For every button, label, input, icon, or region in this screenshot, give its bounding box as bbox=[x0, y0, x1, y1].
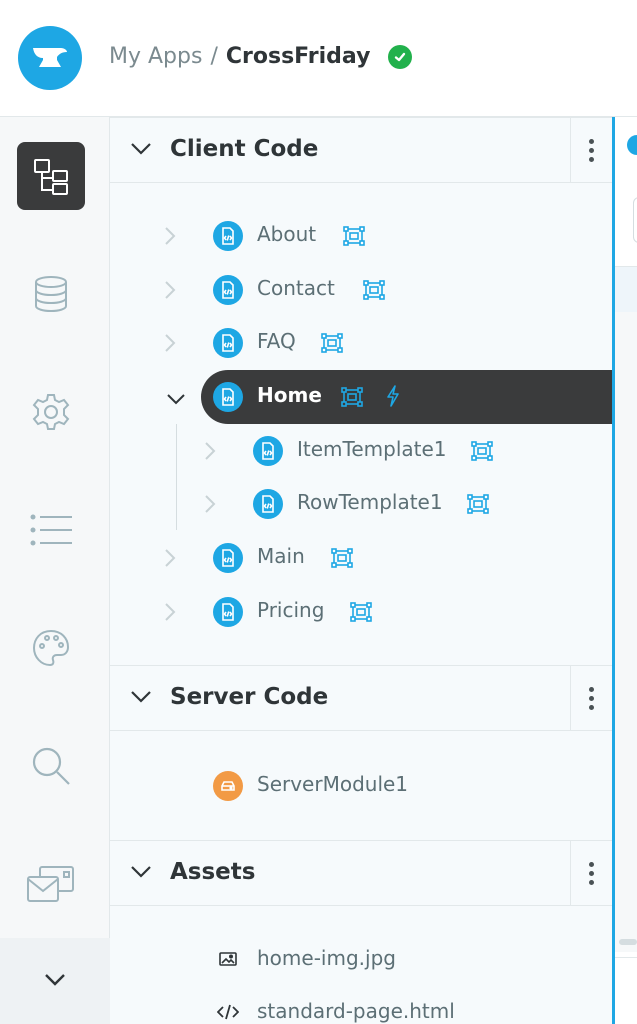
tree-item-itemtemplate1[interactable]: ItemTemplate1 bbox=[110, 424, 612, 478]
breadcrumb-my-apps-link[interactable]: My Apps bbox=[109, 44, 203, 69]
chevron-right-icon[interactable] bbox=[204, 441, 216, 465]
code-icon bbox=[216, 1004, 240, 1024]
email-icon[interactable] bbox=[17, 850, 85, 918]
kebab-menu-icon[interactable] bbox=[570, 666, 612, 730]
form-designer-icon[interactable] bbox=[331, 548, 353, 572]
tree-item-rowtemplate1[interactable]: RowTemplate1 bbox=[110, 477, 612, 531]
editor-canvas bbox=[615, 312, 637, 952]
chevron-right-icon[interactable] bbox=[164, 548, 176, 572]
editor-footer bbox=[615, 957, 637, 1024]
client-code-header[interactable]: Client Code bbox=[110, 117, 612, 183]
editor-tab-icon[interactable] bbox=[627, 135, 637, 155]
editor-active-row bbox=[615, 267, 637, 312]
assets-header[interactable]: Assets bbox=[110, 840, 612, 906]
tree-item-servermodule1[interactable]: ServerModule1 bbox=[110, 759, 612, 813]
form-file-icon bbox=[213, 328, 243, 358]
section-title: Assets bbox=[170, 859, 256, 885]
tree-guide-line bbox=[176, 424, 177, 530]
breadcrumb-separator: / bbox=[210, 44, 218, 69]
form-designer-icon[interactable] bbox=[467, 494, 489, 518]
tree-item-label: RowTemplate1 bbox=[297, 490, 443, 514]
sidebar-collapse-button[interactable] bbox=[0, 938, 110, 1024]
left-sidebar bbox=[0, 117, 110, 1024]
tree-item-contact[interactable]: Contact bbox=[110, 263, 612, 317]
gear-icon[interactable] bbox=[17, 378, 85, 446]
anvil-logo-icon[interactable] bbox=[18, 26, 82, 90]
app-browser-panel: Client Code About Contact FAQ Home ItemT… bbox=[110, 117, 612, 1024]
server-code-header[interactable]: Server Code bbox=[110, 665, 612, 731]
tree-item-about[interactable]: About bbox=[110, 209, 612, 263]
chevron-down-icon[interactable] bbox=[130, 689, 152, 708]
chevron-down-icon[interactable] bbox=[130, 141, 152, 160]
tree-item-label: About bbox=[257, 222, 317, 246]
breadcrumb: My Apps / CrossFriday bbox=[109, 44, 413, 69]
tree-item-main[interactable]: Main bbox=[110, 531, 612, 585]
check-circle-icon bbox=[388, 44, 413, 69]
tree-item-label: Home bbox=[257, 383, 322, 407]
form-file-icon bbox=[253, 489, 283, 519]
form-designer-icon[interactable] bbox=[471, 441, 493, 465]
chevron-right-icon[interactable] bbox=[164, 333, 176, 357]
database-icon[interactable] bbox=[17, 260, 85, 328]
tree-item-label: home-img.jpg bbox=[257, 946, 396, 970]
app-name: CrossFriday bbox=[225, 44, 371, 69]
top-header: My Apps / CrossFriday bbox=[0, 0, 637, 117]
tree-item-pricing[interactable]: Pricing bbox=[110, 585, 612, 639]
form-designer-icon[interactable] bbox=[341, 387, 363, 411]
app-tree-icon[interactable] bbox=[17, 142, 85, 210]
server-module-icon bbox=[213, 771, 243, 801]
kebab-menu-icon[interactable] bbox=[570, 841, 612, 905]
form-file-icon bbox=[213, 543, 243, 573]
list-icon[interactable] bbox=[17, 496, 85, 564]
chevron-right-icon[interactable] bbox=[204, 494, 216, 518]
form-file-icon bbox=[213, 597, 243, 627]
search-icon[interactable] bbox=[17, 732, 85, 800]
palette-icon[interactable] bbox=[17, 614, 85, 682]
tree-item-label: Pricing bbox=[257, 598, 325, 622]
form-file-icon bbox=[213, 275, 243, 305]
image-icon bbox=[219, 951, 237, 971]
form-file-icon bbox=[253, 436, 283, 466]
tree-item-label: Main bbox=[257, 544, 305, 568]
form-designer-icon[interactable] bbox=[321, 333, 343, 357]
section-title: Client Code bbox=[170, 136, 319, 162]
chevron-right-icon[interactable] bbox=[164, 602, 176, 626]
asset-item-standard-page[interactable]: standard-page.html bbox=[110, 986, 612, 1024]
horizontal-scrollbar[interactable] bbox=[619, 939, 637, 945]
tree-item-label: ServerModule1 bbox=[257, 772, 409, 796]
tree-item-label: FAQ bbox=[257, 329, 296, 353]
tree-item-label: ItemTemplate1 bbox=[297, 437, 447, 461]
kebab-menu-icon[interactable] bbox=[570, 118, 612, 182]
form-file-icon bbox=[213, 382, 243, 412]
selection-highlight bbox=[201, 370, 612, 424]
form-designer-icon[interactable] bbox=[363, 280, 385, 304]
editor-input[interactable] bbox=[633, 197, 637, 243]
chevron-down-icon[interactable] bbox=[130, 864, 152, 883]
form-designer-icon[interactable] bbox=[350, 602, 372, 626]
chevron-right-icon[interactable] bbox=[164, 226, 176, 250]
chevron-right-icon[interactable] bbox=[164, 280, 176, 304]
tree-item-label: standard-page.html bbox=[257, 999, 455, 1023]
tree-item-home[interactable]: Home bbox=[110, 370, 612, 424]
lightning-bolt-icon bbox=[386, 385, 400, 411]
tree-item-label: Contact bbox=[257, 276, 335, 300]
editor-panel-edge bbox=[612, 117, 637, 1024]
chevron-down-icon bbox=[44, 972, 66, 991]
form-designer-icon[interactable] bbox=[343, 226, 365, 250]
chevron-down-icon[interactable] bbox=[166, 390, 186, 409]
form-file-icon bbox=[213, 221, 243, 251]
editor-toolbar bbox=[615, 117, 637, 267]
tree-item-faq[interactable]: FAQ bbox=[110, 316, 612, 370]
section-title: Server Code bbox=[170, 684, 329, 710]
asset-item-home-img[interactable]: home-img.jpg bbox=[110, 933, 612, 987]
